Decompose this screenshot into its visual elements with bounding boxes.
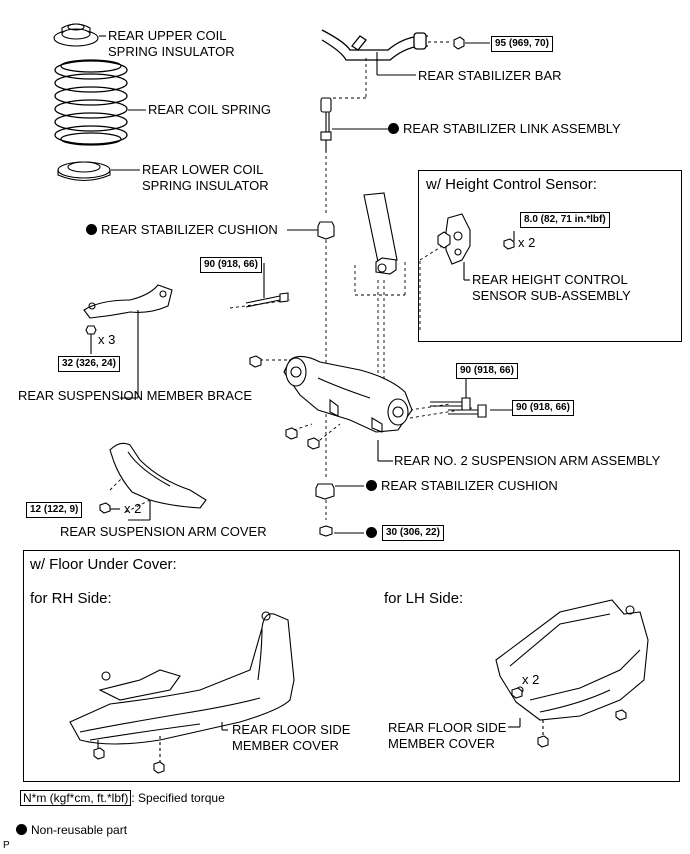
coil-spring-label: REAR COIL SPRING bbox=[148, 102, 272, 117]
lower-insulator-label: REAR LOWER COIL SPRING INSULATOR bbox=[142, 162, 269, 194]
floor-cover-panel bbox=[23, 550, 680, 782]
rh-cover-line1: REAR FLOOR SIDE bbox=[232, 722, 351, 737]
coil-spring-drawing bbox=[54, 59, 128, 146]
stabilizer-bar-label: REAR STABILIZER BAR bbox=[418, 68, 562, 83]
rh-cover-line2: MEMBER COVER bbox=[232, 738, 339, 753]
non-reusable-dot-icon bbox=[366, 527, 377, 538]
link-nut-torque-group bbox=[366, 525, 381, 541]
torque-cover-bolt: 12 (122, 9) bbox=[26, 502, 83, 518]
rh-floor-cover-drawing bbox=[69, 611, 295, 745]
stabilizer-bar-drawing bbox=[321, 29, 428, 61]
link-nut-drawing bbox=[319, 525, 333, 537]
arm-cover-label: REAR SUSPENSION ARM COVER bbox=[60, 524, 267, 539]
member-brace-drawing bbox=[83, 284, 173, 319]
torque-brace-bolt: 32 (326, 24) bbox=[58, 356, 120, 372]
non-reusable-dot-icon bbox=[16, 824, 27, 835]
lower-insulator-line2: SPRING INSULATOR bbox=[142, 178, 269, 193]
legend-nonreusable: Non-reusable part bbox=[16, 822, 127, 838]
upper-insulator-label: REAR UPPER COIL SPRING INSULATOR bbox=[108, 28, 235, 60]
lh-floor-cover-drawing bbox=[495, 599, 649, 721]
height-sensor-panel bbox=[418, 170, 682, 342]
non-reusable-dot-icon bbox=[86, 224, 97, 235]
stabilizer-cushion-lower-text: REAR STABILIZER CUSHION bbox=[381, 478, 558, 493]
arm-cover-drawing bbox=[109, 442, 207, 509]
arm-bolt-upper-left bbox=[245, 292, 289, 308]
lh-cover-bolt-quantity: x 2 bbox=[522, 672, 540, 687]
lh-side-title: for LH Side: bbox=[384, 590, 464, 607]
torque-link-nut: 30 (306, 22) bbox=[382, 525, 444, 541]
stabilizer-bar-nut bbox=[453, 36, 465, 50]
upper-insulator-drawing bbox=[53, 23, 99, 47]
floor-cover-title: w/ Floor Under Cover: bbox=[30, 556, 177, 573]
legend-torque-text: : Specified torque bbox=[131, 791, 225, 805]
upper-insulator-line2: SPRING INSULATOR bbox=[108, 44, 235, 59]
legend-torque-box: N*m (kgf*cm, ft.*lbf) bbox=[20, 790, 132, 806]
stabilizer-cushion-upper-label: REAR STABILIZER CUSHION bbox=[86, 222, 278, 238]
torque-arm-bolt-right-lower: 90 (918, 66) bbox=[512, 400, 574, 416]
upper-cushion-drawing bbox=[317, 221, 335, 240]
torque-arm-bolt-right-upper: 90 (918, 66) bbox=[456, 363, 518, 379]
torque-stabilizer-bar-nut: 95 (969, 70) bbox=[491, 36, 553, 52]
torque-sensor-bolt: 8.0 (82, 71 in.*lbf) bbox=[520, 212, 610, 228]
torque-arm-bolt-left: 90 (918, 66) bbox=[200, 257, 262, 273]
arm-bolts-right bbox=[430, 397, 487, 418]
non-reusable-dot-icon bbox=[388, 123, 399, 134]
upper-insulator-line1: REAR UPPER COIL bbox=[108, 28, 227, 43]
cover-bolt-quantity: x 2 bbox=[124, 501, 142, 516]
rh-side-title: for RH Side: bbox=[30, 590, 112, 607]
lower-cushion-drawing bbox=[315, 483, 335, 500]
lh-cover-line2: MEMBER COVER bbox=[388, 736, 495, 751]
corner-letter: P bbox=[3, 840, 10, 851]
non-reusable-dot-icon bbox=[366, 480, 377, 491]
no2-arm-label: REAR NO. 2 SUSPENSION ARM ASSEMBLY bbox=[394, 453, 661, 468]
height-sensor-label: REAR HEIGHT CONTROL SENSOR SUB-ASSEMBLY bbox=[472, 272, 631, 304]
sensor-bolt-quantity: x 2 bbox=[518, 235, 536, 250]
height-sensor-line2: SENSOR SUB-ASSEMBLY bbox=[472, 288, 631, 303]
lh-cover-label: REAR FLOOR SIDE MEMBER COVER bbox=[388, 720, 506, 752]
suspension-arm-drawing bbox=[283, 355, 413, 433]
member-brace-label: REAR SUSPENSION MEMBER BRACE bbox=[18, 388, 253, 403]
height-sensor-line1: REAR HEIGHT CONTROL bbox=[472, 272, 628, 287]
lower-insulator-drawing bbox=[57, 161, 111, 182]
brace-bolt-quantity: x 3 bbox=[98, 332, 116, 347]
shock-absorber-drawing bbox=[363, 192, 398, 275]
height-sensor-drawing bbox=[437, 213, 471, 265]
stabilizer-link-text: REAR STABILIZER LINK ASSEMBLY bbox=[403, 121, 621, 136]
stabilizer-link-label: REAR STABILIZER LINK ASSEMBLY bbox=[388, 121, 621, 137]
legend-torque: N*m (kgf*cm, ft.*lbf): Specified torque bbox=[20, 790, 225, 806]
legend-nonreusable-text: Non-reusable part bbox=[31, 823, 128, 837]
lower-insulator-line1: REAR LOWER COIL bbox=[142, 162, 264, 177]
height-sensor-title: w/ Height Control Sensor: bbox=[426, 176, 597, 193]
stabilizer-cushion-lower-label: REAR STABILIZER CUSHION bbox=[366, 478, 558, 494]
lh-cover-line1: REAR FLOOR SIDE bbox=[388, 720, 507, 735]
stabilizer-cushion-upper-text: REAR STABILIZER CUSHION bbox=[101, 222, 278, 237]
rh-cover-label: REAR FLOOR SIDE MEMBER COVER bbox=[232, 722, 350, 754]
stabilizer-link-drawing bbox=[320, 97, 332, 152]
